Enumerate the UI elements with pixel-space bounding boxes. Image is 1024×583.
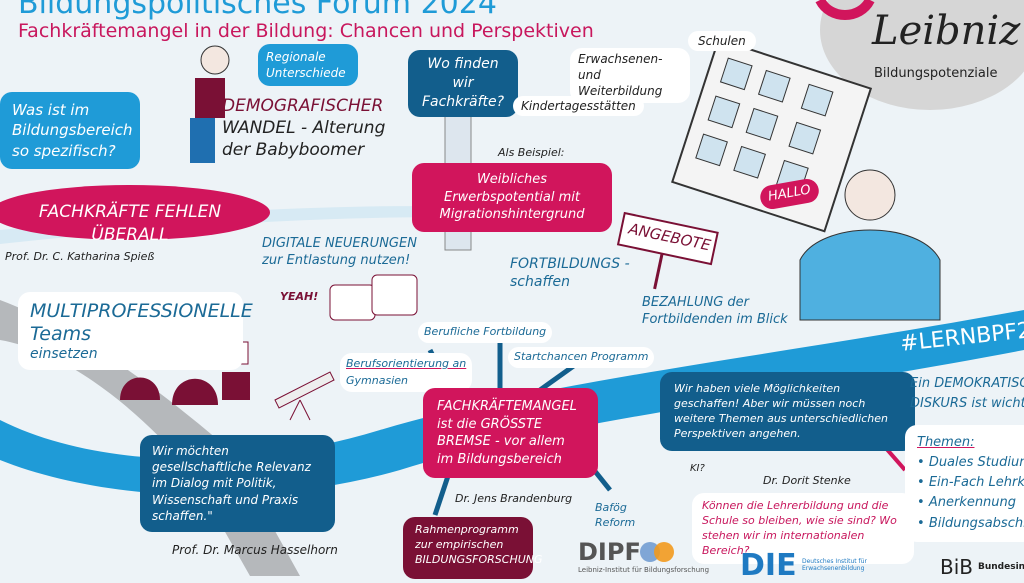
rahmenprogramm-box: Rahmenprogramm zur empirischen BILDUNGSF… bbox=[403, 517, 543, 579]
ki-label: KI? bbox=[690, 463, 705, 474]
fortbildung-text: FORTBILDUNGS - schaffen bbox=[510, 256, 630, 291]
bremse-box: FACHKRÄFTEMANGEL ist die GRÖSSTE BREMSE … bbox=[423, 388, 598, 479]
bafoeg-label: Bafög Reform bbox=[595, 501, 636, 530]
yeah-label: YEAH! bbox=[280, 290, 319, 303]
speaker-brandenburg: Dr. Jens Brandenburg bbox=[455, 492, 573, 505]
die-subtitle: Deutsches Institut für Erwachsenenbildun… bbox=[802, 558, 867, 572]
bib-subtitle: Bundesinstit bbox=[978, 562, 1024, 572]
speaker-stenke: Dr. Dorit Stenke bbox=[763, 474, 851, 487]
dipf-logo: DIPF bbox=[578, 538, 641, 566]
demografisch-text: DEMOGRAFISCHER WANDEL - Alterung der Bab… bbox=[222, 96, 386, 161]
speaker-hasselhorn: Prof. Dr. Marcus Hasselhorn bbox=[172, 543, 338, 557]
multiprofessionelle-box: MULTIPROFESSIONELLE Teams einsetzen bbox=[18, 292, 253, 371]
dipf-subtitle: Leibniz-Institut für Bildungsforschung bbox=[578, 566, 710, 574]
grey-blob bbox=[820, 0, 1024, 110]
regionale-box: Regionale Unterschiede bbox=[258, 44, 358, 87]
question-lehrerbildung: Können die Lehrerbildung und die Schule … bbox=[692, 493, 914, 565]
bib-logo: BiB bbox=[940, 555, 973, 579]
themen-item: • Anerkennung bbox=[917, 495, 1017, 511]
dipf-logo-circles bbox=[640, 542, 674, 562]
label-schulen: Schulen bbox=[688, 31, 756, 52]
als-beispiel-label: Als Beispiel: bbox=[498, 146, 565, 159]
label-erwachsenen: Erwachsenen- und Weiterbildung bbox=[570, 48, 690, 103]
page-subtitle: Fachkräftemangel in der Bildung: Chancen… bbox=[18, 20, 594, 42]
question-box: Was ist im Bildungsbereich so spezifisch… bbox=[0, 92, 140, 169]
startchancen: Startchancen Programm bbox=[508, 347, 655, 368]
fachkraefte-fehlen-banner: FACHKRÄFTE FEHLEN ÜBERALL bbox=[0, 185, 270, 245]
demokratisch-text: Ein DEMOKRATISCH DISKURS ist wicht bbox=[910, 376, 1024, 411]
angebote-sign bbox=[616, 211, 719, 290]
themen-box: Themen: • Duales Studium • Ein-Fach Lehr… bbox=[905, 425, 1024, 542]
leibniz-logo: Leibniz bbox=[872, 8, 1021, 54]
themen-item: • Bildungsabschlü bbox=[917, 515, 1024, 531]
page-title: Bildungspolitisches Forum 2024 bbox=[18, 0, 497, 21]
die-logo: DIE bbox=[740, 548, 797, 583]
person-illustration bbox=[799, 169, 941, 321]
building-illustration bbox=[671, 37, 873, 233]
wo-finden-box: Wo finden wir Fachkräfte? bbox=[408, 50, 518, 117]
computer-illustration bbox=[329, 274, 418, 321]
label-kita: Kindertagesstätten bbox=[513, 96, 644, 117]
bezahlung-text: BEZAHLUNG der Fortbildenden im Blick bbox=[642, 295, 788, 327]
berufliche-fortbildung: Berufliche Fortbildung bbox=[418, 322, 553, 343]
telescope-illustration bbox=[274, 371, 335, 421]
berufsorientierung: Berufsorientierung an Gymnasien bbox=[340, 353, 473, 392]
elderly-person-illustration bbox=[190, 45, 230, 163]
themen-item: • Ein-Fach Lehrkr bbox=[917, 475, 1024, 491]
themen-item: • Duales Studium bbox=[917, 455, 1024, 471]
leibniz-logo-subtitle: Bildungspotenziale bbox=[874, 66, 998, 81]
weiblich-box: Weibliches Erwerbspotential mit Migratio… bbox=[412, 163, 612, 232]
hasselhorn-quote: Wir möchten gesellschaftliche Relevanz i… bbox=[140, 435, 335, 532]
stenke-quote: Wir haben viele Möglichkeiten geschaffen… bbox=[660, 372, 915, 452]
digital-text: DIGITALE NEUERUNGEN zur Entlastung nutze… bbox=[262, 236, 417, 268]
speaker-spiess: Prof. Dr. C. Katharina Spieß bbox=[5, 250, 155, 263]
